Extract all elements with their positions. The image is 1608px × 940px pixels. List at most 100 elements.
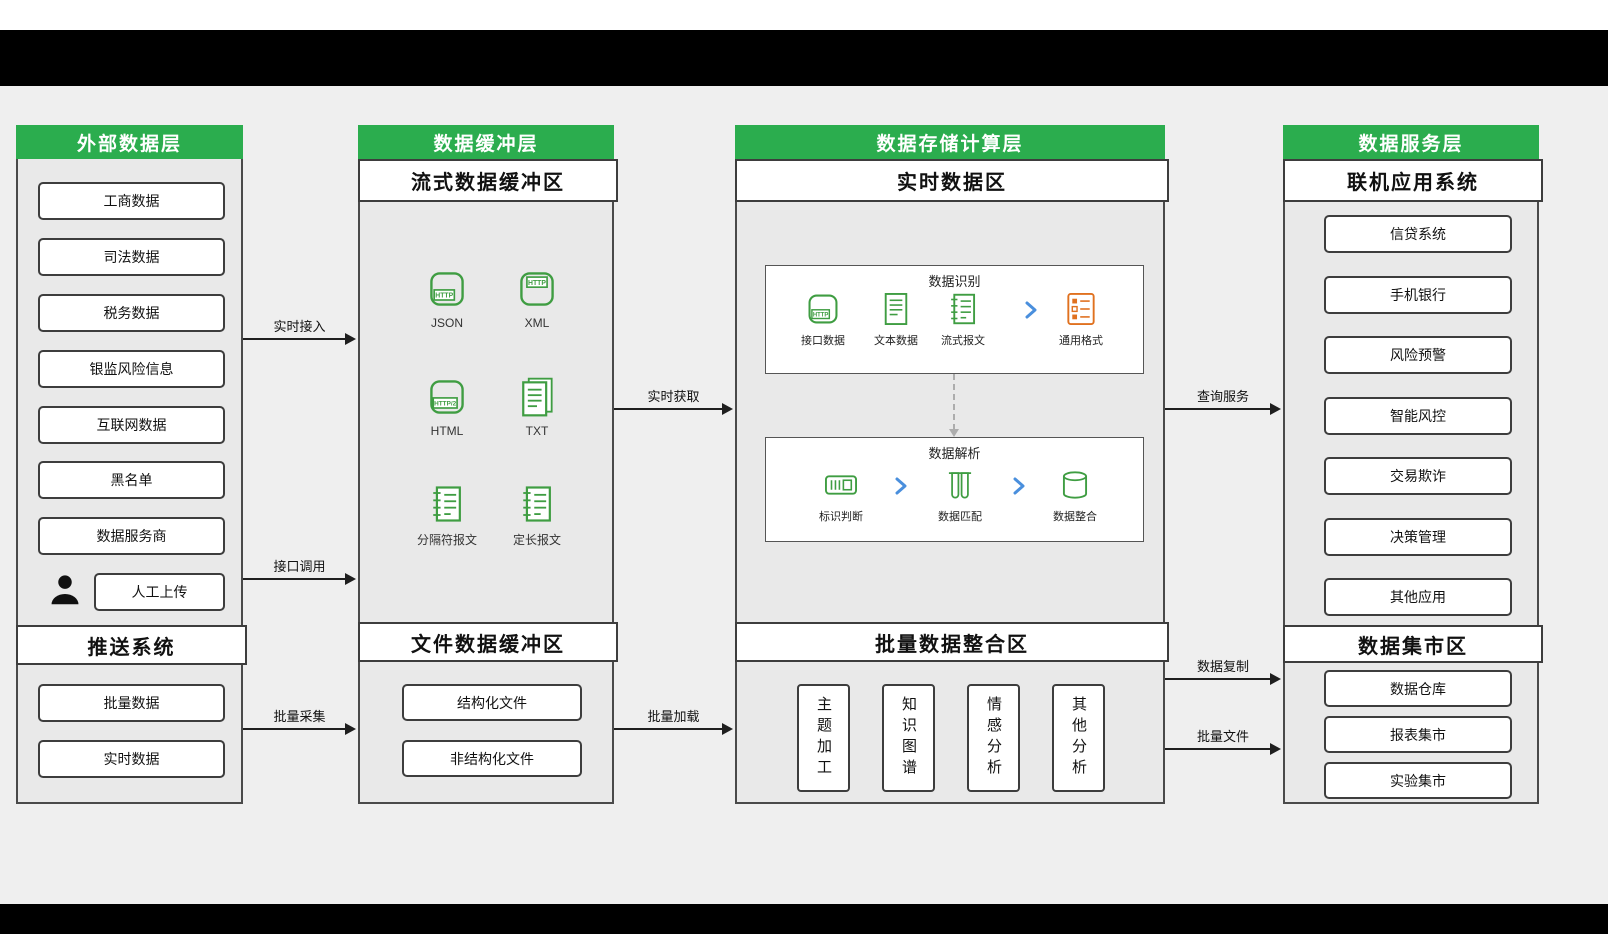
panel-title-storage: 数据存储计算层	[735, 125, 1165, 159]
panel-data-buffer-layer: 数据缓冲层 流式数据缓冲区 HTTP JSON HTTP XML	[358, 125, 618, 804]
arrow-batch-file: 批量文件	[1165, 729, 1281, 755]
stream-buffer-band: 流式数据缓冲区	[358, 159, 618, 202]
letterbox-top	[0, 30, 1608, 86]
dashed-flow-connector	[953, 374, 955, 430]
external-source-box: 互联网数据	[38, 406, 225, 444]
data-mart-box: 报表集市	[1324, 716, 1512, 753]
recognition-step: 文本数据	[858, 290, 934, 348]
arrow-line	[243, 338, 347, 340]
format-xml: HTTP XML	[492, 267, 582, 330]
mini-label: 通用格式	[1059, 335, 1103, 347]
file-type-box: 非结构化文件	[402, 740, 582, 777]
service-app-box: 信贷系统	[1324, 215, 1512, 253]
format-txt: TXT	[492, 375, 582, 438]
format-html: HTTP/2 HTML	[402, 375, 492, 438]
arrow-line	[1165, 748, 1272, 750]
service-app-box: 风险预警	[1324, 336, 1512, 374]
recognition-step: 流式报文	[925, 290, 1001, 348]
http-app-icon: HTTP	[808, 294, 838, 324]
mini-label: 数据整合	[1053, 511, 1097, 523]
arrow-label: 批量加载	[647, 709, 700, 724]
file-buffer-band: 文件数据缓冲区	[358, 622, 618, 662]
panel-storage-compute-layer: 数据存储计算层 实时数据区 数据识别 HTTP 接口数据 文本数据	[735, 125, 1169, 804]
arrow-batch-load: 批量加载	[614, 709, 733, 735]
batch-analysis-box: 其他分析	[1052, 684, 1105, 792]
svg-text:HTTP/2: HTTP/2	[434, 401, 457, 408]
mini-label: 流式报文	[941, 335, 985, 347]
panel-title-buffer: 数据缓冲层	[358, 125, 614, 159]
arrow-data-copy: 数据复制	[1165, 659, 1281, 685]
arrow-realtime-access: 实时接入	[243, 319, 356, 345]
arrow-label: 批量采集	[273, 709, 326, 724]
arrow-label: 查询服务	[1196, 389, 1249, 404]
arrow-line	[243, 728, 347, 730]
document-icon	[877, 290, 915, 328]
format-fixed-length-message: 定长报文	[492, 482, 582, 548]
mini-label: 文本数据	[874, 335, 918, 347]
arrow-line	[614, 408, 724, 410]
icon-label: HTML	[430, 424, 464, 438]
parsing-step: 数据整合	[1037, 466, 1113, 524]
xml-http-icon: HTTP	[520, 272, 554, 306]
notebook-icon	[425, 482, 469, 526]
arrow-head-icon	[722, 723, 733, 735]
arrow-line	[243, 578, 347, 580]
svg-text:HTTP: HTTP	[813, 313, 829, 319]
diagram-canvas: 外部数据层 工商数据 司法数据 税务数据 银监风险信息 互联网数据 黑名单 数据…	[0, 86, 1608, 904]
icon-label: JSON	[430, 316, 463, 330]
service-app-box: 交易欺诈	[1324, 457, 1512, 495]
arrow-batch-collect: 批量采集	[243, 709, 356, 735]
external-source-box: 数据服务商	[38, 517, 225, 555]
arrow-label: 实时接入	[273, 319, 326, 334]
icon-label: 分隔符报文	[416, 533, 477, 547]
data-mart-band: 数据集市区	[1283, 625, 1543, 663]
service-app-box: 决策管理	[1324, 518, 1512, 556]
external-source-box: 司法数据	[38, 238, 225, 276]
chevron-right-icon	[1019, 298, 1043, 322]
data-merge-bin-icon	[1056, 466, 1094, 504]
person-icon	[46, 571, 84, 609]
arrow-head-icon	[1270, 743, 1281, 755]
recognition-step: HTTP 接口数据	[785, 290, 861, 348]
arrow-query-service: 查询服务	[1165, 389, 1281, 415]
icon-label: 定长报文	[512, 533, 561, 547]
push-data-box: 实时数据	[38, 740, 225, 778]
recognition-step: 通用格式	[1043, 290, 1119, 348]
format-delimiter-message: 分隔符报文	[402, 482, 492, 548]
svg-text:HTTP: HTTP	[528, 280, 546, 287]
arrow-line	[614, 728, 724, 730]
checklist-icon	[1062, 290, 1100, 328]
data-parsing-box: 数据解析 标识判断 数据匹配 数据整合	[765, 437, 1144, 542]
chevron-right-icon	[1007, 474, 1031, 498]
identifier-check-icon	[822, 466, 860, 504]
external-source-box: 税务数据	[38, 294, 225, 332]
arrow-realtime-fetch: 实时获取	[614, 389, 733, 415]
arrow-head-icon	[345, 573, 356, 585]
icon-label: TXT	[525, 424, 549, 438]
arrow-line	[1165, 678, 1272, 680]
panel-title-external: 外部数据层	[16, 125, 243, 159]
manual-upload-box: 人工上传	[94, 573, 225, 611]
arrow-head-icon	[1270, 673, 1281, 685]
html-http2-icon: HTTP/2	[430, 380, 464, 414]
mini-label: 数据匹配	[938, 511, 982, 523]
data-mart-box: 数据仓库	[1324, 670, 1512, 707]
mini-label: 标识判断	[819, 511, 863, 523]
notebook-icon	[515, 482, 559, 526]
parsing-step: 标识判断	[803, 466, 879, 524]
arrow-label: 数据复制	[1196, 659, 1249, 674]
notebook-icon	[944, 290, 982, 328]
arrow-interface-call: 接口调用	[243, 559, 356, 585]
arrow-head-icon	[722, 403, 733, 415]
arrow-label: 接口调用	[273, 559, 326, 574]
arrow-line	[1165, 408, 1272, 410]
panel-title-service: 数据服务层	[1283, 125, 1539, 159]
dashed-flow-arrowhead	[949, 429, 959, 437]
push-system-band: 推送系统	[16, 625, 247, 665]
batch-analysis-box: 情感分析	[967, 684, 1020, 792]
service-app-box: 其他应用	[1324, 578, 1512, 616]
batch-analysis-box: 主题加工	[797, 684, 850, 792]
push-data-box: 批量数据	[38, 684, 225, 722]
service-app-box: 手机银行	[1324, 276, 1512, 314]
